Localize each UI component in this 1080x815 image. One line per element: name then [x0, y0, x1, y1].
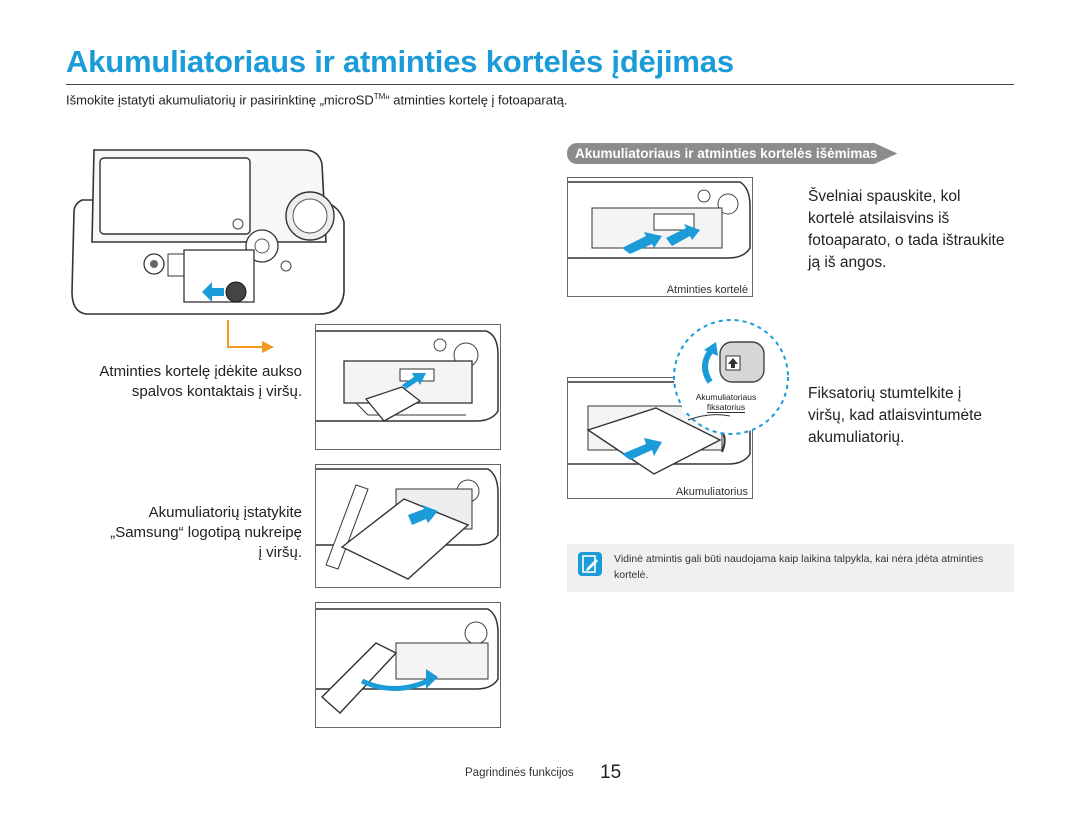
card-insert-line-2: spalvos kontaktais į viršų.: [131, 383, 302, 400]
card-insert-line-1: Atminties kortelę įdėkite aukso: [99, 363, 302, 380]
battery-lock-label-line-1: Akumuliatoriaus: [695, 392, 757, 402]
battery-insert-frame: [315, 464, 501, 588]
battery-insert-line-3: į viršų.: [258, 544, 302, 561]
note-box: [567, 544, 1014, 592]
card-removal-line-1: Švelniai spauskite, kol: [808, 188, 961, 205]
battery-removal-line-1: Fiksatorių stumtelkite į: [808, 385, 962, 402]
intro-text: Išmokite įstatyti akumuliatorių ir pasir…: [66, 92, 567, 107]
battery-insert-line-1: Akumuliatorių įstatykite: [148, 504, 302, 521]
battery-lock-magnifier: [673, 319, 789, 435]
card-removal-caption: Atminties kortelė: [666, 284, 748, 296]
card-insert-instruction: Atminties kortelę įdėkite aukso spalvos …: [72, 362, 302, 402]
battery-lock-label: Akumuliatoriaus fiksatorius: [682, 392, 770, 413]
intro-before: Išmokite įstatyti akumuliatorių ir pasir…: [66, 92, 374, 108]
battery-removal-caption: Akumuliatorius: [675, 486, 748, 498]
cover-close-frame: [315, 602, 501, 728]
battery-removal-line-3: akumuliatorių.: [808, 429, 905, 446]
intro-tm: TM: [373, 92, 386, 101]
card-removal-illustration: [568, 181, 751, 259]
card-insert-illustration: [316, 330, 499, 422]
card-removal-frame: Atminties kortelė: [567, 177, 753, 297]
battery-removal-instruction: Fiksatorių stumtelkite į viršų, kad atla…: [808, 383, 1018, 449]
battery-removal-line-2: viršų, kad atlaisvintumėte: [808, 407, 983, 424]
cover-close-illustration: [316, 608, 499, 714]
camera-bottom-illustration: [71, 149, 345, 353]
footer-section-label: Pagrindinės funkcijos: [465, 767, 574, 779]
card-removal-instruction: Švelniai spauskite, kol kortelė atsilais…: [808, 186, 1018, 274]
title-divider: [66, 84, 1014, 85]
card-removal-line-4: ją iš angos.: [808, 254, 887, 271]
card-removal-line-3: fotoaparato, o tada ištraukite: [808, 232, 1005, 249]
note-pencil-icon: [578, 552, 602, 576]
battery-insert-instruction: Akumuliatorių įstatykite „Samsung“ logot…: [72, 503, 302, 563]
card-insert-frame: [315, 324, 501, 450]
card-removal-line-2: kortelė atsilaisvins iš: [808, 210, 950, 227]
page-number: 15: [600, 762, 622, 783]
battery-insert-line-2: „Samsung“ logotipą nukreipę: [110, 524, 302, 541]
removal-section-heading: Akumuliatoriaus ir atminties kortelės iš…: [567, 143, 898, 164]
intro-after: “ atminties kortelę į fotoaparatą.: [385, 92, 568, 108]
note-text: Vidinė atmintis gali būti naudojama kaip…: [614, 553, 984, 581]
page-title: Akumuliatoriaus ir atminties kortelės įd…: [66, 44, 734, 79]
battery-lock-label-line-2: fiksatorius: [706, 402, 746, 413]
battery-insert-illustration: [316, 468, 499, 580]
